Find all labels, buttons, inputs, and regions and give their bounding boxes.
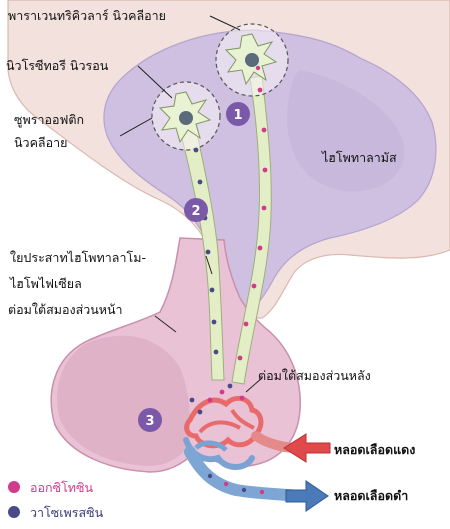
vein-vessel [184,446,306,502]
label-tract-1: ใยประสาทไฮโพทาลาโม- [10,250,146,265]
hypothalamus-highlight [287,70,405,192]
artery-arrow-icon [283,433,331,463]
label-artery: หลอดเลือดแดง [334,442,415,457]
label-tract-2: ไฮโพไฟเซียล [9,276,82,291]
legend: ออกซิโทซิน วาโซเพรสซิน [8,480,104,520]
label-anterior-pituitary: ต่อมใต้สมองส่วนหน้า [8,302,123,317]
step-number-2: 2 [191,204,200,219]
vein-arrow-icon [285,480,329,512]
legend-swatch-oxytocin [8,481,20,493]
neuron-supraoptic [158,91,212,144]
anterior-lobe [57,335,190,466]
legend-swatch-vasopressin [8,506,20,518]
step-badge-2: 2 [184,198,208,222]
label-supraoptic-1: ซูพราออฟติก [14,112,84,128]
neuron-paraventricular [224,33,278,86]
step-badge-1: 1 [226,102,250,126]
label-posterior-pituitary: ต่อมใต้สมองส่วนหลัง [258,368,371,383]
label-supraoptic-2: นิวคลีอาย [14,135,67,150]
label-hypothalamus: ไฮโพทาลามัส [321,150,397,165]
label-vein: หลอดเลือดดำ [334,488,408,503]
label-neurosecretory: นิวโรซีทอรี นิวรอน [6,58,109,73]
step-number-3: 3 [145,414,154,429]
step-badge-3: 3 [138,408,162,432]
axon-paraventricular [231,75,272,385]
label-paraventricular: พาราเวนทริคิวลาร์ นิวคลีอาย [8,8,166,23]
step-number-1: 1 [233,108,242,123]
leader-lines [119,15,263,393]
vein-granules [207,473,265,495]
legend-label-vasopressin: วาโซเพรสซิน [30,505,104,520]
legend-label-oxytocin: ออกซิโทซิน [30,480,94,495]
